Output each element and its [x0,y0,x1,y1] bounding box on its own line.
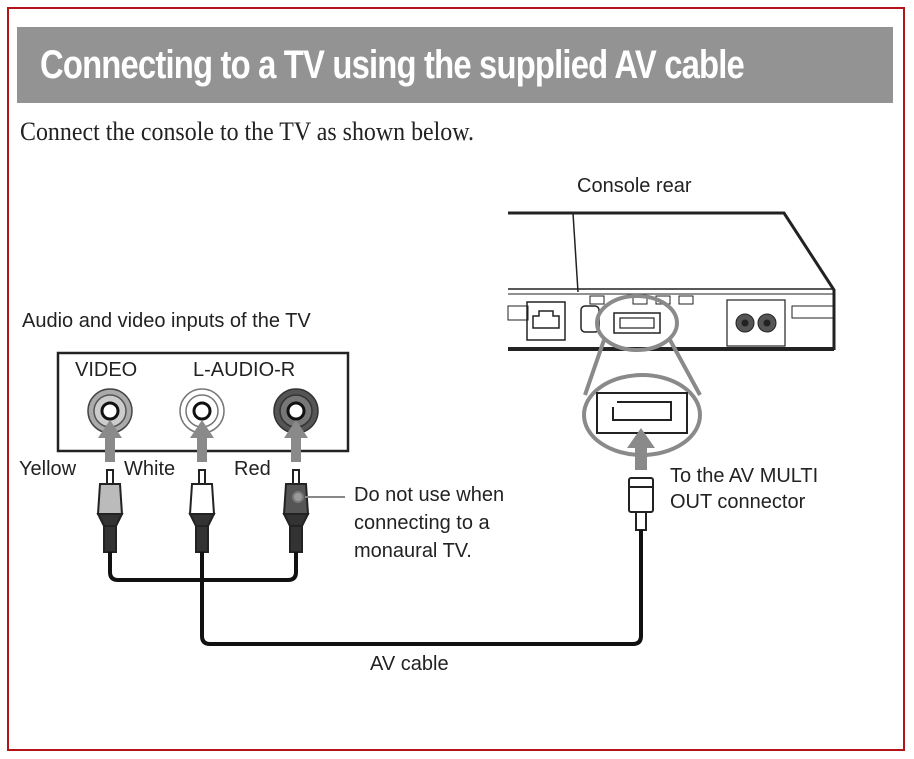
console-rear-illustration [507,211,836,351]
arrow-up-icon [284,420,308,462]
ethernet-port-icon [526,301,566,341]
audio-jack-label: L-AUDIO-R [193,359,296,381]
white-plug-label: White [124,458,176,480]
intro-text: Connect the console to the TV as shown b… [20,117,474,146]
port-highlight-ellipse [595,294,679,352]
console-rear-label: Console rear [577,175,692,197]
title-banner [17,27,893,103]
red-rca-plug-icon [282,469,310,553]
arrow-up-icon [98,420,122,462]
power-port-icon [726,299,786,347]
av-multi-out-port-icon [613,312,661,334]
arrow-up-icon [190,420,214,462]
zoomed-av-multi-out-port-icon [596,392,688,434]
yellow-rca-plug-icon [96,469,124,553]
video-jack-icon [87,388,133,434]
yellow-plug-label: Yellow [19,458,77,480]
vent-1 [589,295,605,305]
monaural-note-line-3: monaural TV. [354,540,472,562]
av-cable [108,530,643,646]
video-jack-label: VIDEO [75,359,138,381]
arrow-up-icon [627,428,655,470]
console-seam [572,212,579,293]
monaural-note-line-1: Do not use when [354,484,505,506]
av-multi-plug-icon [628,477,654,531]
tv-inputs-label: Audio and video inputs of the TV [22,310,311,332]
av-multi-out-note-line-2: OUT connector [670,491,806,513]
white-rca-plug-icon [188,469,216,553]
page-title: Connecting to a TV using the supplied AV… [40,43,745,87]
page-frame [7,7,905,751]
side-slot-right [791,305,835,319]
red-plug-label: Red [234,458,271,480]
monaural-note-line-2: connecting to a [354,512,490,534]
console-top-edge [508,211,836,350]
vent-4 [678,295,694,305]
side-slot-left [507,305,529,321]
jack-arrows [98,420,308,462]
av-multi-out-note-line-1: To the AV MULTI [670,465,819,487]
av-cable-label: AV cable [370,653,449,675]
